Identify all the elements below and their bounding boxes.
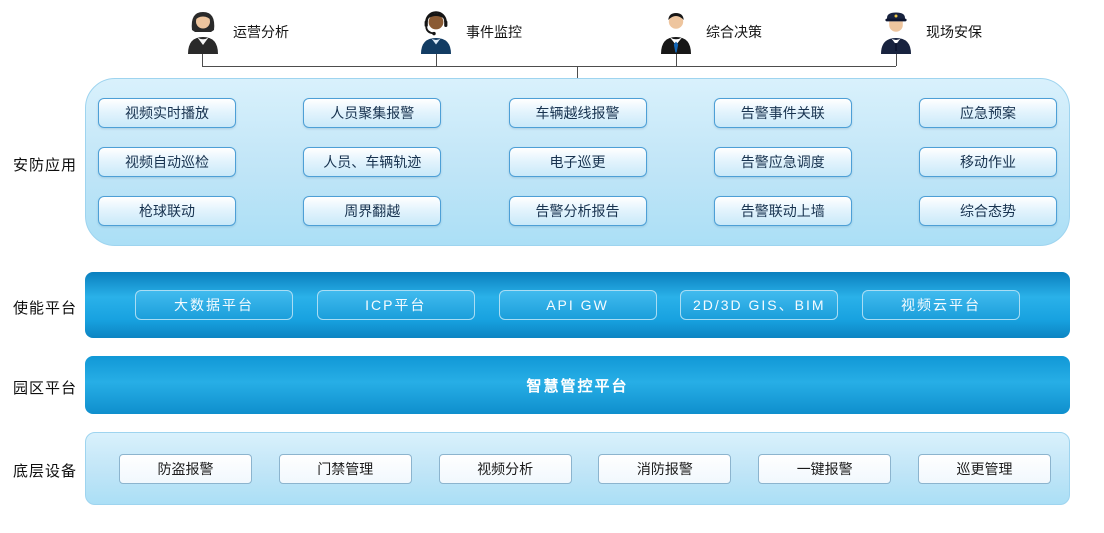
- device-node: 消防报警: [598, 453, 732, 484]
- enable-platform-layer: 大数据平台 ICP平台 API GW 2D/3D GIS、BIM 视频云平台: [85, 272, 1070, 338]
- security-app-node: 应急预案: [919, 98, 1057, 128]
- security-app-node: 电子巡更: [508, 147, 647, 177]
- security-app-node: 人员聚集报警: [303, 98, 442, 128]
- security-app-node: 综合态势: [919, 196, 1057, 226]
- security-app-node: 枪球联动: [98, 196, 236, 226]
- device-node: 一键报警: [758, 453, 892, 484]
- police-officer-icon: [876, 8, 916, 54]
- security-app-node: 周界翻越: [303, 196, 442, 226]
- connector-line: [436, 54, 437, 66]
- persona-label: 事件监控: [466, 24, 522, 40]
- enable-platform-node: ICP平台: [316, 290, 475, 320]
- persona-onsite-security: 现场安保: [876, 8, 982, 54]
- devices-layer: 防盗报警 门禁管理 视频分析 消防报警 一键报警 巡更管理: [85, 432, 1070, 505]
- connector-line: [676, 54, 677, 66]
- security-app-node: 视频自动巡检: [98, 147, 236, 177]
- persona-label: 运营分析: [233, 24, 289, 40]
- persona-label: 现场安保: [926, 24, 982, 40]
- persona-label: 综合决策: [706, 24, 762, 40]
- enable-platform-node: 视频云平台: [862, 290, 1020, 320]
- connector-line: [202, 54, 203, 66]
- businesswoman-icon: [183, 8, 223, 54]
- device-node: 防盗报警: [119, 453, 252, 484]
- security-app-node: 告警事件关联: [713, 98, 852, 128]
- layer-label-park-platform: 园区平台: [13, 380, 78, 397]
- businessman-icon: [656, 8, 696, 54]
- persona-event-monitoring: 事件监控: [416, 8, 522, 54]
- connector-line: [896, 54, 897, 66]
- headset-operator-icon: [416, 8, 456, 54]
- connector-line: [202, 66, 896, 67]
- security-app-node: 人员、车辆轨迹: [303, 147, 442, 177]
- park-platform-title: 智慧管控平台: [526, 377, 629, 395]
- device-node: 门禁管理: [278, 453, 412, 484]
- layer-label-devices: 底层设备: [13, 463, 78, 480]
- park-platform-layer: 智慧管控平台: [85, 356, 1070, 414]
- security-app-node: 告警联动上墙: [713, 196, 852, 226]
- security-app-node: 移动作业: [919, 147, 1057, 177]
- connector-line: [577, 66, 578, 78]
- security-apps-layer: 视频实时播放 人员聚集报警 车辆越线报警 告警事件关联 应急预案 视频自动巡检 …: [85, 78, 1070, 246]
- enable-platform-node: API GW: [498, 290, 657, 320]
- layer-label-security-apps: 安防应用: [13, 157, 78, 174]
- enable-platform-node: 2D/3D GIS、BIM: [680, 290, 839, 320]
- security-app-node: 视频实时播放: [98, 98, 236, 128]
- security-app-node: 车辆越线报警: [508, 98, 647, 128]
- security-app-node: 告警应急调度: [713, 147, 852, 177]
- security-app-node: 告警分析报告: [508, 196, 647, 226]
- device-node: 视频分析: [438, 453, 572, 484]
- persona-operations-analysis: 运营分析: [183, 8, 289, 54]
- enable-platform-node: 大数据平台: [135, 290, 293, 320]
- layer-label-enable-platform: 使能平台: [13, 300, 78, 317]
- persona-decision-making: 综合决策: [656, 8, 762, 54]
- device-node: 巡更管理: [917, 453, 1051, 484]
